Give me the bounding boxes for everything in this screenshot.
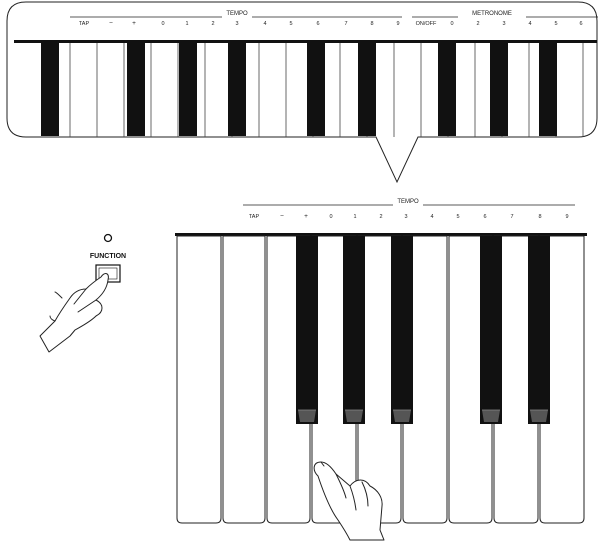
- callout-metronome-key-label: 3: [502, 21, 505, 27]
- callout-tempo-key-label: 7: [344, 21, 347, 27]
- white-key: [539, 235, 585, 524]
- callout-metronome-key-labels: ON/OFF 0 2 3 4 5 6: [416, 21, 583, 27]
- callout-tempo-key-label: +: [132, 20, 136, 27]
- callout-black-key: [179, 40, 197, 136]
- white-key: [402, 235, 448, 524]
- callout-tempo-key-label: 2: [211, 21, 214, 27]
- callout-key-bed-strip: [14, 40, 597, 43]
- callout-tempo-key-label: 1: [185, 21, 188, 27]
- callout-tempo-key-label: −: [109, 20, 113, 27]
- callout-black-keys: [41, 40, 557, 136]
- callout-metronome-key-label: 6: [579, 21, 582, 27]
- callout-outline: [6, 1, 598, 184]
- callout-tempo-key-label: 6: [316, 21, 319, 27]
- pointing-hand-icon: [39, 273, 109, 353]
- main-tempo-key-label: 1: [353, 214, 356, 220]
- callout-metronome-label: METRONOME: [472, 11, 512, 17]
- callout-black-key: [127, 40, 145, 136]
- main-tempo-label: TEMPO: [397, 199, 419, 205]
- callout-black-key: [358, 40, 376, 136]
- pressing-finger-icon: [313, 461, 385, 541]
- callout-metronome-key-label: 4: [528, 21, 531, 27]
- black-key: [480, 236, 502, 424]
- callout-metronome-key-label: 2: [476, 21, 479, 27]
- callout-metronome-key-label: 0: [450, 21, 453, 27]
- main-tempo-key-label: 7: [510, 214, 513, 220]
- callout-tempo-key-label: 9: [396, 21, 399, 27]
- main-tempo-key-label: 5: [456, 214, 459, 220]
- callout-black-key: [228, 40, 246, 136]
- callout-black-key: [490, 40, 508, 136]
- main-tempo-key-label: 9: [565, 214, 568, 220]
- black-key: [296, 236, 318, 424]
- white-key: [493, 235, 539, 524]
- function-control: FUNCTION: [39, 233, 126, 353]
- main-tempo-key-label: 3: [404, 214, 407, 220]
- main-tempo-key-label: 2: [379, 214, 382, 220]
- callout-metronome-key-label: 5: [554, 21, 557, 27]
- callout-tempo-key-label: 4: [263, 21, 266, 27]
- main-key-bed-strip: [175, 233, 587, 236]
- callout-tempo-key-label: 0: [161, 21, 164, 27]
- black-key: [391, 236, 413, 424]
- callout-tempo-key-labels: TAP − + 0 1 2 3 4 5 6 7 8 9: [79, 20, 400, 27]
- main-black-keys: [296, 236, 550, 424]
- black-key: [343, 236, 365, 424]
- main-tempo-key-label: 6: [483, 214, 486, 220]
- callout-tempo-key-label: 8: [370, 21, 373, 27]
- callout-tempo-key-label: 5: [289, 21, 292, 27]
- main-keyboard: TEMPO TAP − + 0 1 2 3 4 5 6 7 8 9: [175, 199, 587, 541]
- main-tempo-key-label: +: [304, 213, 308, 220]
- callout-black-key: [41, 40, 59, 136]
- callout-tempo-label: TEMPO: [226, 11, 248, 17]
- main-tempo-key-label: 8: [538, 214, 541, 220]
- callout-black-key: [539, 40, 557, 136]
- black-key: [528, 236, 550, 424]
- white-key: [222, 235, 266, 524]
- callout-black-key: [438, 40, 456, 136]
- callout-metronome-key-label: ON/OFF: [416, 21, 437, 27]
- callout-tempo-key-label: 3: [235, 21, 238, 27]
- callout-mini-keyboard: [14, 40, 597, 137]
- main-tempo-key-label: −: [280, 213, 284, 220]
- callout-black-key: [307, 40, 325, 136]
- main-tempo-key-labels: TAP − + 0 1 2 3 4 5 6 7 8 9: [249, 213, 569, 220]
- main-tempo-key-label: TAP: [249, 214, 260, 220]
- main-tempo-key-label: 4: [430, 214, 433, 220]
- white-key: [176, 235, 222, 524]
- main-tempo-key-label: 0: [329, 214, 332, 220]
- callout-tempo-key-label: TAP: [79, 21, 90, 27]
- callout-panel: TEMPO METRONOME TAP − + 0 1 2 3 4 5 6 7 …: [6, 1, 598, 184]
- main-white-keys: [176, 235, 585, 524]
- indicator-led-icon: [103, 233, 113, 243]
- function-button-label: FUNCTION: [90, 253, 126, 260]
